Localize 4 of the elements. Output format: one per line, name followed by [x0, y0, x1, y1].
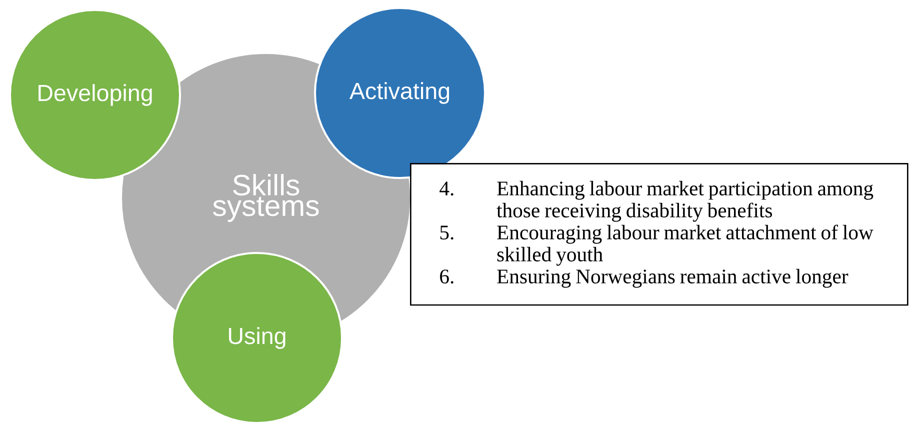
circle-node: Activating	[314, 7, 486, 179]
circle-node: Using	[171, 252, 343, 423]
circle-node: Developing	[9, 9, 181, 181]
list-box: 4. Enhancing labour market participation among those receiving disability benefits 5. Encouraging labour market attachment of low skilled youth 6. Ensuring Norwegians remain active longer	[410, 163, 908, 306]
